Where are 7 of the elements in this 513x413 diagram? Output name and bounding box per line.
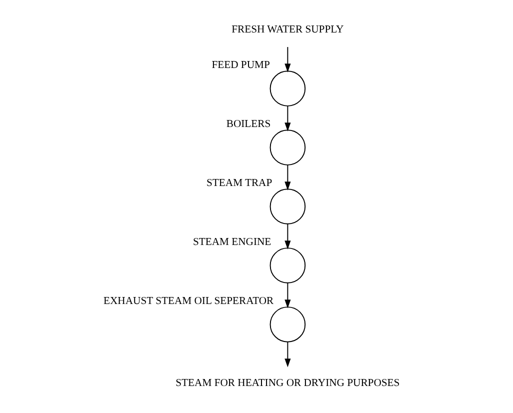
- node-text: FRESH WATER SUPPLY: [232, 24, 344, 36]
- node-text: STEAM FOR HEATING OR DRYING PURPOSES: [176, 378, 400, 390]
- node-label: FEED PUMP: [212, 60, 270, 72]
- node-label: EXHAUST STEAM OIL SEPERATOR: [104, 296, 274, 307]
- node-label: STEAM ENGINE: [192, 236, 272, 248]
- node-label: STEAM TRAP: [206, 178, 272, 189]
- node-label: BOILERS: [226, 119, 271, 130]
